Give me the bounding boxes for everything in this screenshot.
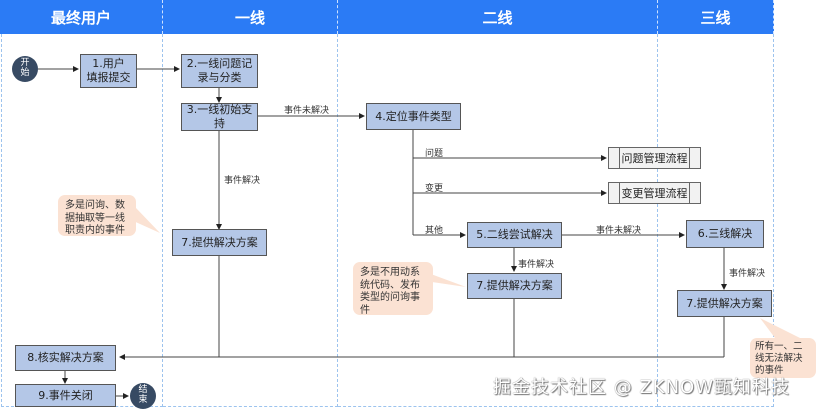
lane-header-end-user: 最终用户: [0, 0, 163, 34]
edge-label-unresolved-1: 事件未解决: [284, 106, 330, 116]
step-7-provide-solution-third-line: 7.提供解决方案: [677, 290, 772, 317]
edge-label-resolved-2: 事件解决: [518, 260, 555, 270]
step-7-provide-solution-second-line: 7.提供解决方案: [467, 273, 562, 299]
lane-first-line: [163, 34, 338, 407]
edge-label-problem: 问题: [425, 149, 444, 159]
step-4-locate-type: 4.定位事件类型: [366, 103, 461, 130]
note-second-line-scope: 多是不用动系统代码、发布类型的问询事件: [353, 262, 433, 316]
lane-header-third-line: 三线: [658, 0, 774, 34]
edge-label-resolved-1: 事件解决: [224, 176, 261, 186]
step-1-user-submit: 1.用户 填报提交: [80, 54, 137, 88]
watermark: 掘金技术社区 @ ZKNOW甄知科技: [493, 377, 791, 398]
note-third-line-scope: 所有一、二线无法解决的事件: [750, 338, 816, 378]
step-7-provide-solution-first-line: 7.提供解决方案: [172, 229, 267, 256]
subprocess-change-management: 变更管理流程: [608, 182, 701, 204]
step-8-verify-solution: 8.核实解决方案: [15, 345, 116, 371]
step-5-second-line-attempt: 5.二线尝试解决: [467, 222, 562, 248]
edge-label-resolved-3: 事件解决: [729, 269, 766, 279]
edge-label-change: 变更: [425, 184, 444, 194]
lane-header-second-line: 二线: [338, 0, 658, 34]
note-first-line-scope: 多是问询、数据抽取等一线职责内的事件: [58, 195, 136, 236]
lane-second-line: [338, 34, 658, 407]
edge-label-other: 其他: [425, 226, 444, 236]
end-label: 结束: [138, 385, 148, 405]
start-label: 开始: [20, 58, 30, 78]
subprocess-problem-management: 问题管理流程: [608, 147, 701, 169]
edge-label-unresolved-2: 事件未解决: [596, 226, 642, 236]
end-terminal: 结束: [130, 383, 156, 409]
step-6-third-line-resolve: 6.三线解决: [686, 220, 764, 248]
start-terminal: 开始: [12, 56, 38, 82]
lane-third-line: [658, 34, 774, 407]
step-9-close-incident: 9.事件关闭: [15, 384, 116, 407]
step-3-initial-support: 3.一线初始支持: [181, 103, 258, 131]
step-2-record-classify: 2.一线问题记 录与分类: [181, 54, 258, 88]
lane-header-first-line: 一线: [163, 0, 338, 34]
